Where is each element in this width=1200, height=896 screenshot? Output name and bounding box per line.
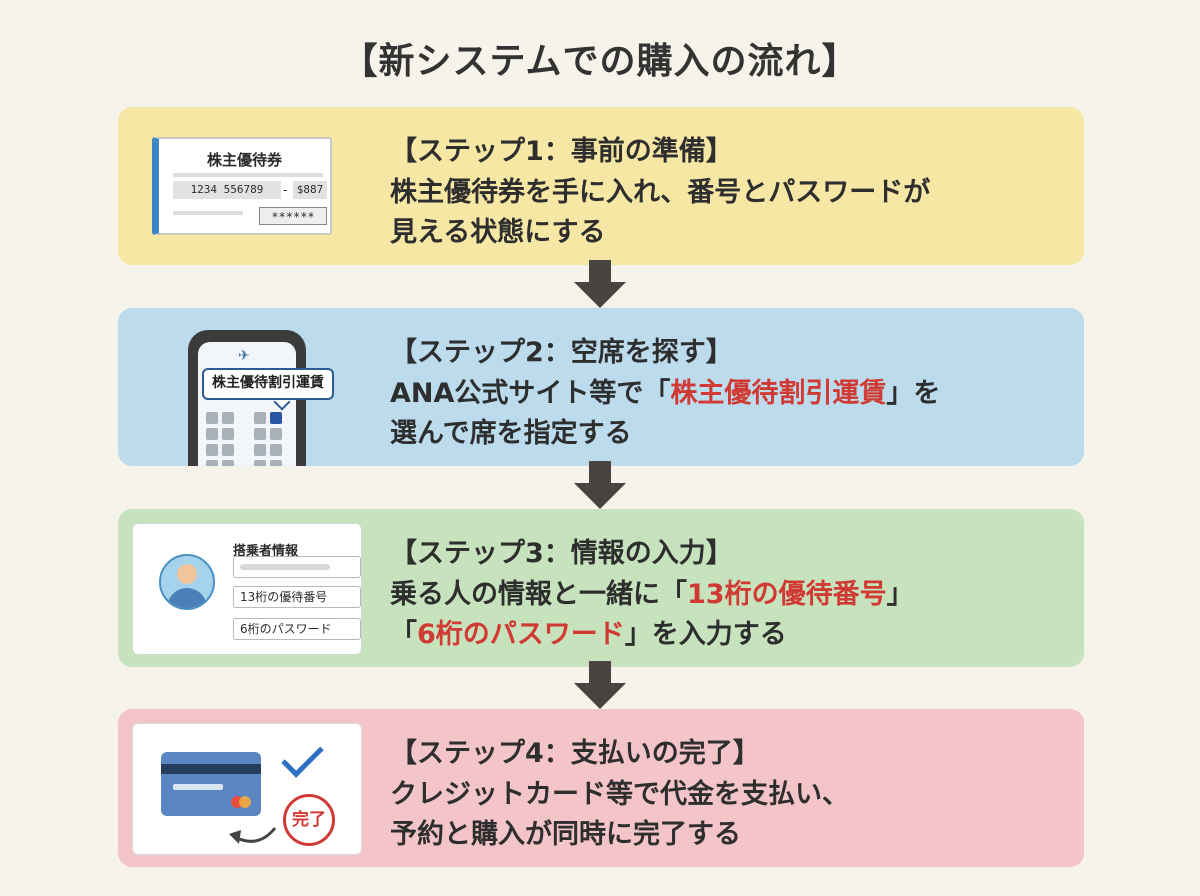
step-2-panel: ✈ 株主優待割引運賃 【ステップ2：空席を探す】 ANA公式サイト等で「株主優待… xyxy=(118,308,1084,466)
checkmark-icon xyxy=(281,735,324,778)
seat-icon xyxy=(270,460,282,466)
step-2-heading: 【ステップ2：空席を探す】 xyxy=(390,337,733,368)
step-1-heading: 【ステップ1：事前の準備】 xyxy=(390,136,733,167)
payment-illustration: 完了 xyxy=(132,723,362,855)
seat-icon xyxy=(254,412,266,424)
step-3-line-1: 乗る人の情報と一緒に「13桁の優待番号」 xyxy=(390,575,1070,615)
discount-number-field: 13桁の優待番号 xyxy=(233,586,361,608)
selected-seat-icon xyxy=(270,412,282,424)
complete-stamp-icon: 完了 xyxy=(283,794,335,846)
down-arrow-icon xyxy=(574,461,626,509)
step-3-heading: 【ステップ3：情報の入力】 xyxy=(390,538,733,569)
step-4-body: クレジットカード等で代金を支払い、 予約と購入が同時に完了する xyxy=(390,775,1070,855)
card-stripe xyxy=(161,764,261,774)
step-4-heading: 【ステップ4：支払いの完了】 xyxy=(390,738,760,769)
step-3-body: 乗る人の情報と一緒に「13桁の優待番号」 「6桁のパスワード」を入力する xyxy=(390,575,1070,655)
credit-card-icon xyxy=(161,752,261,816)
fare-label-bubble: 株主優待割引運賃 xyxy=(202,368,334,400)
step-3-panel: 搭乗者情報 13桁の優待番号 6桁のパスワード 【ステップ3：情報の入力】 乗る… xyxy=(118,509,1084,667)
user-avatar-icon xyxy=(159,554,215,610)
down-arrow-icon xyxy=(574,661,626,709)
seat-icon xyxy=(222,428,234,440)
step-4-line-2: 予約と購入が同時に完了する xyxy=(390,819,741,850)
ticket-icon: 株主優待券 1234 556789 - $887 ****** xyxy=(152,137,332,235)
plane-icon: ✈ xyxy=(238,348,250,364)
card-line xyxy=(173,784,223,790)
step-2-line-1-prefix: ANA公式サイト等で「 xyxy=(390,378,671,409)
step-4-panel: 完了 【ステップ4：支払いの完了】 クレジットカード等で代金を支払い、 予約と購… xyxy=(118,709,1084,867)
down-arrow-icon xyxy=(574,260,626,308)
ticket-title: 株主優待券 xyxy=(206,151,282,169)
seat-icon xyxy=(254,444,266,456)
form-title: 搭乗者情報 xyxy=(233,544,299,559)
step-3-line-2: 「6桁のパスワード」を入力する xyxy=(390,615,1070,655)
seat-icon xyxy=(254,428,266,440)
page-title: 【新システムでの購入の流れ】 xyxy=(341,41,859,82)
seat-icon xyxy=(222,412,234,424)
seat-icon xyxy=(270,428,282,440)
step-2-line-1: ANA公式サイト等で「株主優待割引運賃」を xyxy=(390,374,1070,414)
step-1-line-1: 株主優待券を手に入れ、番号とパスワードが xyxy=(390,177,931,208)
curved-arrow-icon xyxy=(229,827,277,844)
step-3-line-2-prefix: 「 xyxy=(390,619,417,650)
step-2-body: ANA公式サイト等で「株主優待割引運賃」を 選んで席を指定する xyxy=(390,374,1070,454)
ticket-number: 1234 556789 xyxy=(173,181,281,199)
step-2-line-1-suffix: 」を xyxy=(886,378,941,409)
password-field: 6桁のパスワード xyxy=(233,618,361,640)
seat-icon xyxy=(270,444,282,456)
step-2-line-2: 選んで席を指定する xyxy=(390,418,632,449)
ticket-password: ****** xyxy=(259,207,327,225)
seat-icon xyxy=(206,428,218,440)
step-2-highlight: 株主優待割引運賃 xyxy=(670,378,887,409)
step-3-highlight-1: 13桁の優待番号 xyxy=(687,579,887,610)
ticket-divider xyxy=(173,173,323,177)
name-field xyxy=(233,556,361,578)
step-1-line-2: 見える状態にする xyxy=(390,217,606,248)
step-1-panel: 株主優待券 1234 556789 - $887 ****** 【ステップ1：事… xyxy=(118,107,1084,265)
ticket-dash: - xyxy=(283,183,288,197)
seat-icon xyxy=(254,460,266,466)
avatar-body xyxy=(167,588,207,608)
card-logo-circle xyxy=(239,796,251,808)
name-placeholder-bar xyxy=(240,564,330,570)
seat-icon xyxy=(222,460,234,466)
step-4-line-1: クレジットカード等で代金を支払い、 xyxy=(390,779,849,810)
ticket-sub-number: $887 xyxy=(293,181,327,199)
seat-icon xyxy=(206,412,218,424)
step-3-highlight-2: 6桁のパスワード xyxy=(417,619,625,650)
seat-icon xyxy=(206,444,218,456)
avatar-head xyxy=(177,564,197,584)
step-3-line-2-suffix: 」を入力する xyxy=(624,619,787,650)
step-1-body: 株主優待券を手に入れ、番号とパスワードが 見える状態にする xyxy=(390,173,1070,253)
seat-icon xyxy=(222,444,234,456)
passenger-form-card: 搭乗者情報 13桁の優待番号 6桁のパスワード xyxy=(132,523,362,655)
step-3-line-1-prefix: 乗る人の情報と一緒に「 xyxy=(390,579,687,610)
seat-icon xyxy=(206,460,218,466)
step-3-line-1-suffix: 」 xyxy=(886,579,914,610)
ticket-line xyxy=(173,211,243,215)
